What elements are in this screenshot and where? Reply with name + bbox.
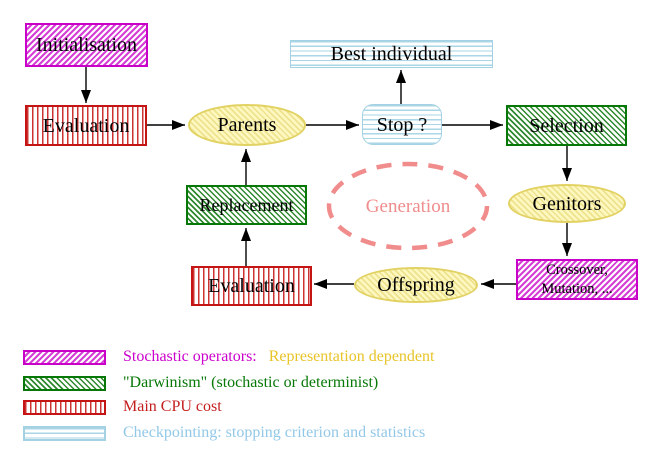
node-genitors-label: Genitors: [532, 192, 602, 215]
node-evaluation-top-label: Evaluation: [42, 114, 130, 137]
legend-label-checkpointing: Checkpointing: stopping criterion and st…: [123, 424, 426, 441]
legend-swatch-green-hatch: [23, 375, 106, 391]
legend-label-darwinism: "Darwinism" (stochastic or determinist): [123, 374, 379, 391]
legend-swatch-cyan-stripes: [23, 425, 106, 441]
node-crossover-mutation: Crossover, Mutation, ...: [516, 259, 638, 300]
node-evaluation-bottom-label: Evaluation: [208, 275, 295, 297]
legend-text-darwinism: "Darwinism" (stochastic or determinist): [123, 374, 378, 392]
legend-text-stochastic: Stochastic operators: Representation depe…: [123, 348, 434, 366]
legend-row-stochastic: Stochastic operators: Representation depe…: [23, 348, 434, 366]
node-best-individual-label: Best individual: [330, 43, 453, 65]
legend-label-main-cpu-cost: Main CPU cost: [123, 398, 222, 415]
node-evaluation-top: Evaluation: [25, 105, 147, 146]
node-stop: Stop ?: [362, 104, 442, 145]
node-initialisation-label: Initialisation: [35, 34, 138, 56]
legend-label-representation-dependent: Representation dependent: [268, 348, 435, 365]
node-crossover-line1: Crossover,: [546, 262, 608, 279]
legend-text-cpu-cost: Main CPU cost: [123, 398, 222, 416]
node-evaluation-bottom: Evaluation: [191, 266, 312, 306]
legend-row-checkpointing: Checkpointing: stopping criterion and st…: [23, 424, 425, 442]
node-offspring: Offspring: [354, 267, 478, 303]
node-replacement: Replacement: [186, 185, 307, 225]
legend-row-cpu-cost: Main CPU cost: [23, 398, 222, 416]
node-stop-label: Stop ?: [376, 113, 428, 136]
legend-swatch-magenta-hatch: [23, 349, 106, 365]
node-best-individual: Best individual: [290, 40, 493, 68]
legend-text-checkpointing: Checkpointing: stopping criterion and st…: [123, 424, 425, 442]
node-genitors: Genitors: [508, 184, 626, 223]
generation-label: Generation: [365, 196, 451, 217]
node-parents-label: Parents: [217, 114, 277, 136]
legend-row-darwinism: "Darwinism" (stochastic or determinist): [23, 374, 378, 392]
node-parents: Parents: [188, 104, 306, 146]
node-initialisation: Initialisation: [25, 23, 148, 67]
legend-label-stochastic-operators: Stochastic operators:: [123, 348, 257, 365]
node-crossover-line2: Mutation, ...: [541, 280, 613, 297]
node-selection-label: Selection: [529, 114, 604, 137]
legend-swatch-red-stripes: [23, 399, 106, 415]
node-offspring-label: Offspring: [377, 274, 455, 296]
node-selection: Selection: [506, 105, 627, 146]
node-replacement-label: Replacement: [199, 195, 294, 215]
